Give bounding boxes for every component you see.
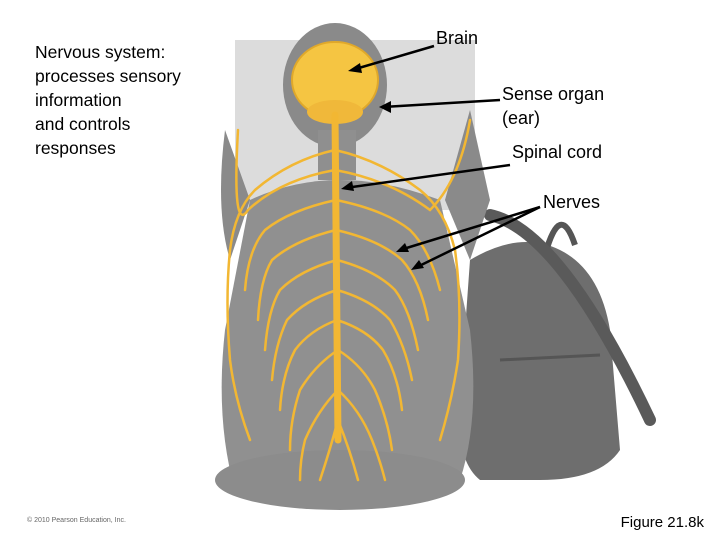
label-spinal-cord: Spinal cord [512, 140, 602, 164]
description-line: and controls [35, 112, 235, 136]
figure-number: Figure 21.8k [621, 514, 704, 531]
description-line: responses [35, 136, 235, 160]
label-nerves: Nerves [543, 190, 600, 214]
description-line: information [35, 88, 235, 112]
label-sense-organ-line2: (ear) [502, 106, 540, 130]
description-line: processes sensory [35, 64, 235, 88]
label-brain: Brain [436, 26, 478, 50]
copyright-notice: © 2010 Pearson Education, Inc. [27, 517, 126, 524]
description-text: Nervous system: processes sensory inform… [35, 40, 235, 160]
label-sense-organ-line1: Sense organ [502, 82, 604, 106]
description-line: Nervous system: [35, 40, 235, 64]
backpack [459, 215, 650, 480]
